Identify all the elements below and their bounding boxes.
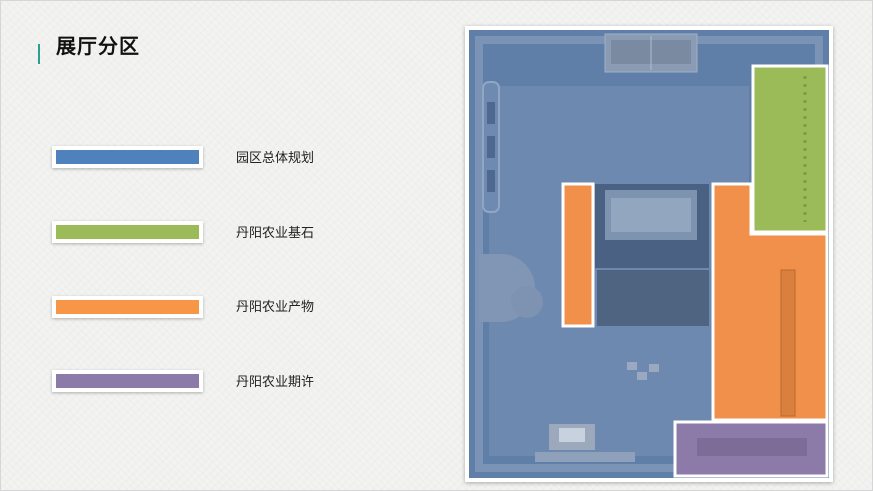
zone-products-block [711, 182, 829, 422]
central-carpet [597, 270, 709, 326]
stool-2 [649, 364, 659, 372]
legend-swatch-planning-fill [56, 150, 199, 164]
legend-label-foundation: 丹阳农业基石 [236, 226, 315, 241]
floor-plan [465, 26, 833, 482]
legend-swatch-foundation-fill [56, 225, 199, 239]
zone-products-strip [561, 182, 595, 328]
floor-plan-drawing [469, 30, 829, 478]
zone-foundation [751, 64, 829, 234]
future-bench [697, 438, 807, 456]
legend-label-planning: 园区总体规划 [236, 151, 315, 166]
legend-swatch-products-fill [56, 300, 199, 314]
stool-1 [627, 362, 637, 370]
legend-label-products: 丹阳农业产物 [236, 300, 315, 315]
legend-swatch-future [52, 370, 203, 392]
title-accent-bar [38, 44, 40, 64]
left-wall-screen-1 [487, 102, 495, 124]
reception-counter [535, 452, 635, 462]
central-screen-image [611, 198, 691, 232]
left-wall-screen-3 [487, 170, 495, 192]
left-wall-screen-2 [487, 136, 495, 158]
legend-label-future: 丹阳农业期许 [236, 375, 315, 390]
left-round-table [511, 286, 543, 318]
stool-3 [637, 372, 647, 380]
legend-swatch-future-fill [56, 374, 199, 388]
legend-swatch-planning [52, 146, 203, 168]
legend-swatch-foundation [52, 221, 203, 243]
legend-swatch-products [52, 296, 203, 318]
products-wall-display [780, 269, 796, 417]
reception-monitor [559, 428, 585, 442]
page-title: 展厅分区 [56, 34, 140, 58]
